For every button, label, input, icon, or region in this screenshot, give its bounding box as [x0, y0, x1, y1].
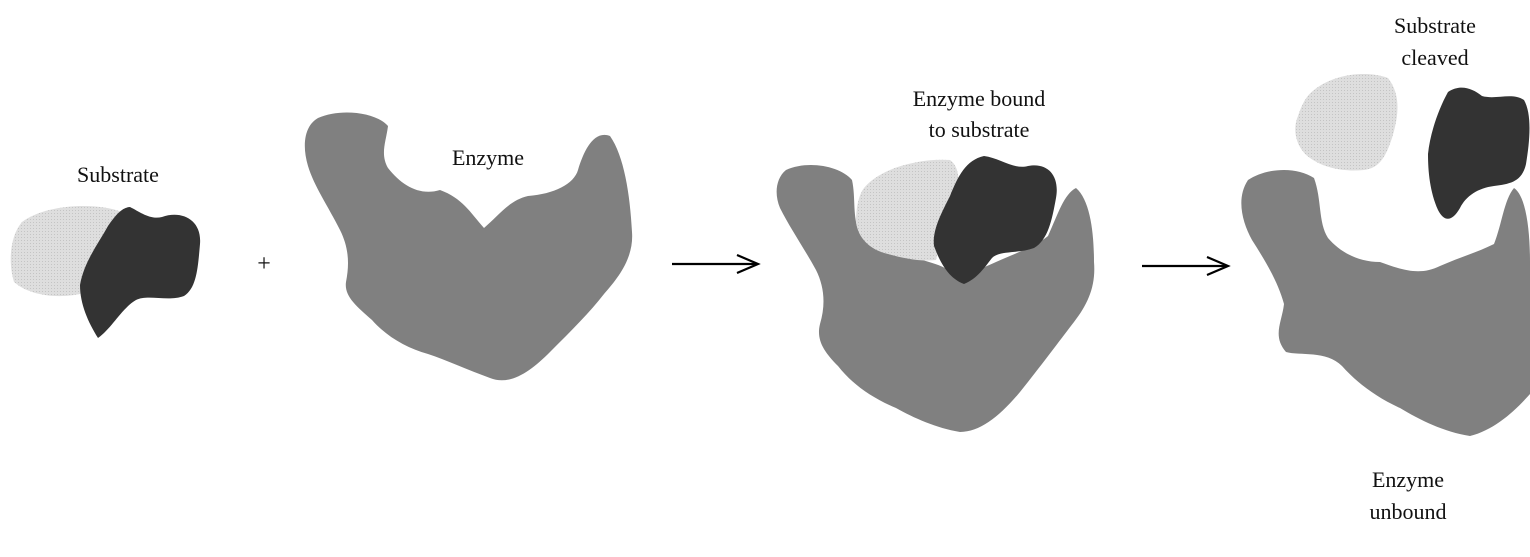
cleaved-fragment-dark [1428, 87, 1530, 219]
reaction-arrow-1 [672, 253, 761, 275]
cleaved-substrate [1295, 74, 1530, 219]
free-enzyme [304, 112, 633, 381]
substrate-label: Substrate [77, 162, 159, 187]
bound-substrate-dark-part [933, 156, 1057, 284]
cleaved-fragment-light [1295, 74, 1398, 171]
enzyme-unbound-label-line-1: Enzyme [1371, 467, 1445, 492]
substrate-dark-part [80, 207, 201, 338]
free-substrate [10, 206, 201, 338]
enzyme-bound-label-line-1: Enzyme bound [912, 86, 1046, 111]
substrate-cleaved-label-line-2: cleaved [1401, 45, 1469, 70]
bound-substrate-light-part [856, 159, 959, 261]
substrate-cleaved-label-line-1: Substrate [1394, 13, 1476, 38]
plus-sign: + [257, 251, 271, 277]
enzyme-unbound-label-line-2: unbound [1369, 499, 1447, 524]
enzyme-bound-label-line-2: to substrate [928, 117, 1030, 142]
unbound-enzyme [1241, 169, 1530, 436]
enzyme-label: Enzyme [451, 145, 525, 170]
enzyme-substrate-complex [776, 156, 1095, 433]
reaction-arrow-2 [1142, 255, 1231, 277]
bound-enzyme [776, 165, 1095, 433]
